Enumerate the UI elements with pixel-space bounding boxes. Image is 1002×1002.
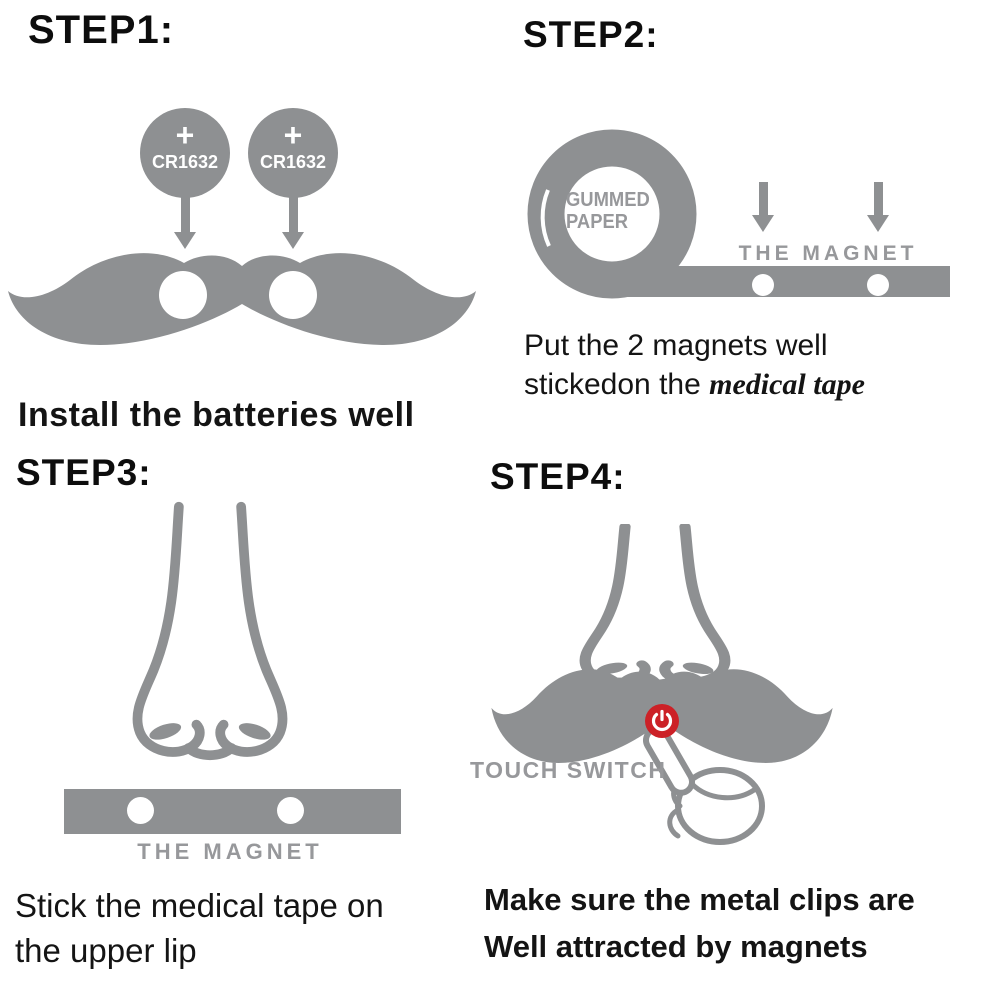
- step4-caption: Make sure the metal clips are Well attra…: [484, 876, 915, 970]
- step2-heading: STEP2:: [523, 14, 659, 55]
- arrow-down-icon: [752, 215, 774, 232]
- battery-plus-label: +: [175, 117, 195, 153]
- magnet-hole: [277, 797, 304, 824]
- step3-caption-line2: the upper lip: [15, 932, 197, 969]
- magnet-hole: [867, 274, 889, 296]
- step1-caption: Install the batteries well: [18, 396, 415, 434]
- tape-roll-label-line2: PAPER: [566, 211, 629, 233]
- mustache-icon: [8, 253, 476, 345]
- tape-roll-label: GUMMED PAPER: [566, 189, 667, 233]
- magnet-hole: [127, 797, 154, 824]
- step2-caption: Put the 2 magnets well stickedon the med…: [524, 326, 865, 404]
- arrow-down-icon: [759, 182, 768, 215]
- battery-hole: [269, 271, 317, 319]
- step3-heading: STEP3:: [16, 452, 152, 493]
- magnet-strip-icon: [610, 266, 950, 297]
- magnet-label: THE MAGNET: [738, 242, 918, 265]
- battery-icon: + CR1632: [248, 108, 338, 198]
- arrow-down-icon: [181, 197, 190, 233]
- battery-hole: [159, 271, 207, 319]
- step2-caption-line2: stickedon the medical tape: [524, 365, 865, 404]
- arrow-down-icon: [174, 232, 196, 249]
- step1-heading: STEP1:: [28, 8, 175, 52]
- magnet-label: THE MAGNET: [137, 839, 323, 864]
- step2-caption-emphasis: medical tape: [709, 368, 865, 401]
- battery-plus-label: +: [283, 117, 303, 153]
- step3-caption-line1: Stick the medical tape on: [15, 887, 384, 924]
- step4-heading: STEP4:: [490, 456, 626, 497]
- battery-model-label: CR1632: [259, 152, 327, 172]
- touch-switch-label: TOUCH SWITCH: [470, 757, 667, 783]
- magnet-strip-icon: [64, 789, 401, 834]
- magnet-hole: [752, 274, 774, 296]
- tape-roll-label-line1: GUMMED: [566, 189, 650, 211]
- step4-caption-line2: Well attracted by magnets: [484, 929, 868, 964]
- arrow-down-icon: [867, 215, 889, 232]
- step2-caption-line1: Put the 2 magnets well: [524, 329, 828, 362]
- battery-icon: + CR1632: [140, 108, 230, 198]
- nose-icon: [132, 501, 288, 761]
- step3-caption: Stick the medical tape on the upper lip: [15, 883, 384, 973]
- battery-model-label: CR1632: [151, 152, 219, 172]
- arrow-down-icon: [282, 232, 304, 249]
- arrow-down-icon: [289, 197, 298, 233]
- power-icon[interactable]: [645, 704, 679, 738]
- step4-caption-line1: Make sure the metal clips are: [484, 882, 915, 917]
- step2-caption-prefix: stickedon the: [524, 368, 710, 401]
- arrow-down-icon: [874, 182, 883, 215]
- pointing-hand-icon: [643, 726, 765, 845]
